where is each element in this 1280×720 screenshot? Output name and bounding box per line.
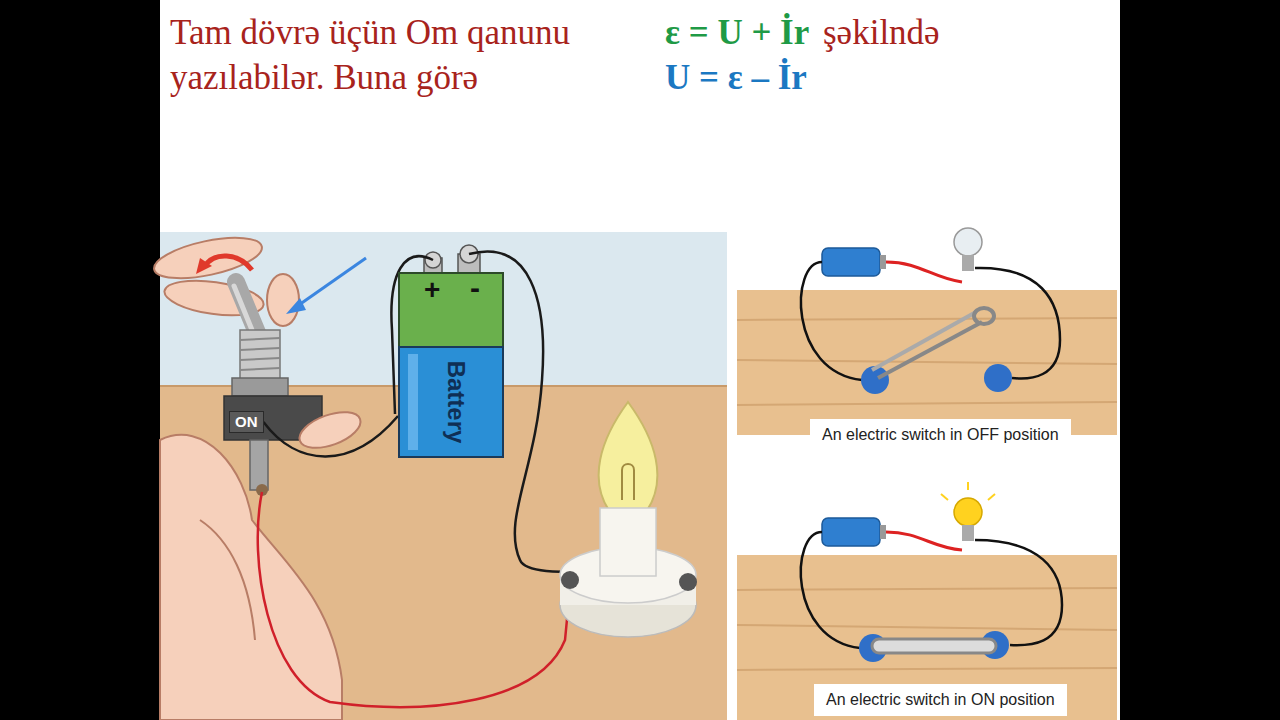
caption-box: An electric switch in OFF position xyxy=(810,419,1071,451)
circuit-off xyxy=(878,322,982,378)
formula-note: şəkilndə xyxy=(823,10,940,55)
toggle-switch xyxy=(236,282,258,335)
toggle-switch xyxy=(240,338,280,340)
panel-background xyxy=(737,668,1117,670)
circuit-on xyxy=(886,532,962,550)
toggle-switch xyxy=(240,368,280,370)
hand xyxy=(200,520,255,640)
circuit-off xyxy=(962,255,974,271)
circuit-on xyxy=(975,540,1062,645)
toggle-switch xyxy=(234,286,252,330)
circuit-on xyxy=(962,525,974,541)
light-bulb xyxy=(679,573,697,591)
light-bulb xyxy=(560,402,697,637)
formula: U = ε – İr xyxy=(665,55,807,100)
toggle-switch xyxy=(240,330,280,380)
battery-top xyxy=(399,273,503,347)
panel-background xyxy=(737,402,1117,405)
slide-ground xyxy=(1120,0,1280,720)
pointer-arrows xyxy=(196,256,366,314)
panel-background xyxy=(737,290,1117,720)
hand xyxy=(151,230,266,286)
pointer-arrows xyxy=(196,258,212,274)
battery-bottom xyxy=(399,347,503,457)
wire xyxy=(258,251,688,707)
toggle-switch xyxy=(232,378,288,396)
thumb xyxy=(295,405,365,455)
circuit-on xyxy=(954,498,982,526)
toggle-switch xyxy=(240,358,280,360)
slide-ground xyxy=(0,0,160,720)
panel-background xyxy=(737,625,1117,630)
circuit-off xyxy=(880,255,886,269)
circuit-on xyxy=(967,482,969,490)
switch-plate: ON xyxy=(229,411,264,433)
light-bulb xyxy=(600,508,656,576)
battery-shine xyxy=(408,354,418,450)
wire xyxy=(258,492,570,707)
panel-background xyxy=(737,318,1117,320)
circuit-off xyxy=(801,262,862,380)
circuit-off xyxy=(974,308,994,324)
hand xyxy=(151,230,342,720)
scene-background xyxy=(160,232,727,720)
circuit-on xyxy=(988,494,995,500)
toggle-switch xyxy=(240,348,280,350)
panel-background xyxy=(737,290,1117,435)
terminal-sign: + xyxy=(424,274,440,306)
circuit-on xyxy=(872,639,996,653)
pointer-arrows xyxy=(286,298,306,314)
circuit-off xyxy=(886,262,962,282)
toggle-switch xyxy=(250,440,268,490)
wire xyxy=(264,416,399,457)
hand xyxy=(267,274,299,326)
battery: +- Battery xyxy=(398,272,504,458)
thumb xyxy=(295,405,365,455)
circuit-on xyxy=(801,532,860,648)
light-bulb xyxy=(561,571,579,589)
caption-text: An electric switch in OFF position xyxy=(822,424,1059,446)
circuit-on xyxy=(880,525,886,539)
hand xyxy=(160,435,342,720)
circuit-off xyxy=(872,312,976,370)
circuit-on xyxy=(822,518,880,546)
pointer-arrows xyxy=(296,258,366,307)
panel-background xyxy=(737,360,1117,364)
terminal-sign: - xyxy=(470,272,480,304)
switch-label: ON xyxy=(235,413,258,431)
light-bulb xyxy=(599,402,658,512)
circuit-off xyxy=(822,248,880,276)
caption-box: An electric switch in ON position xyxy=(814,684,1067,716)
circuit-off xyxy=(975,268,1060,379)
circuit-off xyxy=(954,228,982,256)
circuit-on xyxy=(941,494,948,500)
formula: ε = U + İr xyxy=(665,10,809,55)
circuit-off xyxy=(801,228,1060,394)
pointer-arrows xyxy=(205,256,252,270)
circuit-on xyxy=(801,482,1062,662)
slide-title: Tam dövrə üçün Om qanunu yazılabilər. Bu… xyxy=(170,10,650,100)
panel-background xyxy=(737,555,1117,720)
caption-text: An electric switch in ON position xyxy=(826,689,1055,711)
toggle-switch xyxy=(224,282,322,496)
circuit-off xyxy=(984,364,1012,392)
light-bulb xyxy=(622,464,634,500)
battery-label: Battery xyxy=(442,361,470,444)
